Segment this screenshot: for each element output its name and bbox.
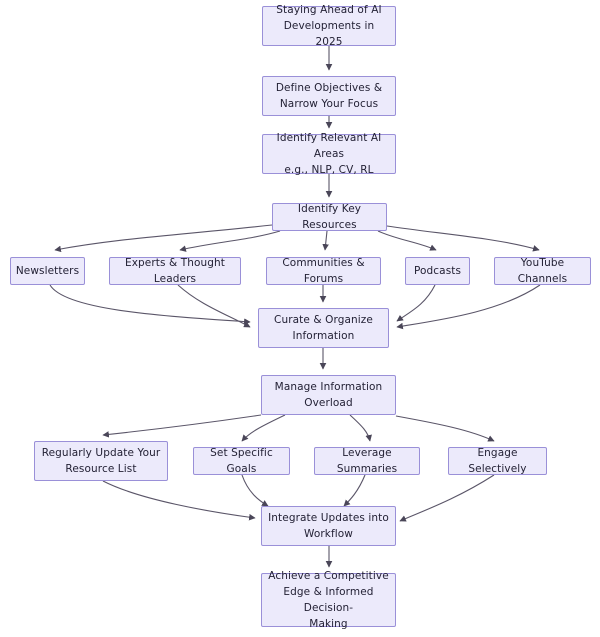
flowchart-edge-n4-n9 [386,225,540,252]
flowchart-edge-n9-n10 [396,284,541,330]
node-label: Identify Key Resources [297,203,362,231]
flowchart-edge-n11-n15 [395,415,495,442]
flowchart-node-n4[interactable]: Identify Key Resources [272,203,387,231]
flowchart-node-n13[interactable]: Set Specific Goals [193,447,290,475]
flowchart-node-n5[interactable]: Newsletters [10,257,85,285]
flowchart-edge-n12-n16 [102,480,256,521]
flowchart-edge-n11-n14 [349,414,372,442]
node-label: Experts & Thought Leaders [124,257,226,285]
flowchart-edge-n4-n5 [54,224,273,253]
node-label: Leverage Summaries [336,447,398,475]
node-label: Engage Selectively [468,447,527,475]
node-label: Communities & Forums [282,257,365,285]
flowchart-node-n14[interactable]: Leverage Summaries [314,447,420,475]
flowchart-edge-n4-n6 [179,230,281,252]
node-label: Newsletters [15,265,80,277]
flowchart-node-n2[interactable]: Define Objectives &Narrow Your Focus [262,76,396,116]
flowchart-edge-n8-n10 [396,284,436,322]
flowchart-edge-n13-n16 [241,474,269,507]
flowchart-node-n9[interactable]: YouTube Channels [494,257,591,285]
flowchart-edge-n6-n10 [177,284,251,328]
flowchart-edge-n4-n7 [322,230,329,251]
flowchart-edge-n5-n10 [49,284,251,325]
flowchart-edge-n4-n8 [377,230,437,251]
flowchart-edge-n11-n13 [241,414,286,442]
flowchart-node-n15[interactable]: Engage Selectively [448,447,547,475]
node-label: YouTube Channels [517,257,568,285]
node-label: Set Specific Goals [210,447,273,475]
flowchart-node-n6[interactable]: Experts & Thought Leaders [109,257,241,285]
flowchart-edge-n15-n16 [399,474,495,522]
flowchart-edge-n14-n16 [343,474,366,507]
node-label: Define Objectives &Narrow Your Focus [275,82,383,110]
flowchart-node-n8[interactable]: Podcasts [405,257,470,285]
node-label: Podcasts [413,265,462,277]
flowchart-edge-n11-n12 [102,414,262,438]
flowchart-node-n7[interactable]: Communities & Forums [266,257,381,285]
